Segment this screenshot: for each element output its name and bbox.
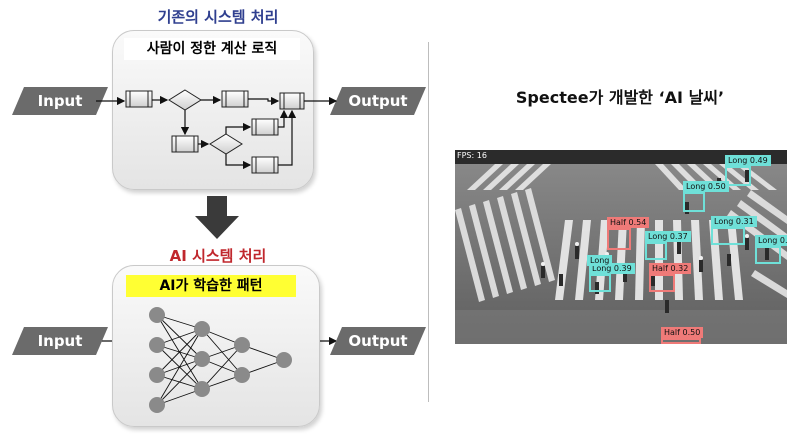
neuron [194,351,210,367]
input-shape-bottom: Input [12,327,108,355]
input-label-top: Input [37,92,83,110]
detection-label: Long 0.39 [589,263,635,274]
spectee-title: Spectee가 개발한 ‘AI 날씨’ [515,88,725,107]
detection-box: Long 0.54 [755,235,787,264]
output-shape-bottom: Output [330,327,426,355]
detection-label: Long [587,255,613,266]
neuron [234,337,250,353]
ai-system-heading: AI 시스템 처리 [169,247,267,265]
detection-label: Half 0.32 [649,263,692,274]
neuron [149,397,165,413]
conventional-system-heading: 기존의 시스템 처리 [157,8,279,26]
neuron [194,381,210,397]
detection-box: Long [587,255,613,270]
detection-label: Half 0.54 [607,217,650,228]
detection-box: Half 0.54 [607,217,650,250]
neural-network-diagram [149,307,292,413]
detection-label: Long 0.31 [711,216,757,227]
input-label-bottom: Input [37,332,83,350]
vertical-divider [428,42,429,402]
neuron [234,367,250,383]
flowchart-diagram [125,89,305,174]
detection-box: Long 0.49 [725,155,771,186]
crosswalk-scene [455,150,787,344]
neuron [276,352,292,368]
detection-label: Long 0.37 [645,231,691,242]
fps-label: FPS: 16 [457,151,487,160]
output-shape-top: Output [330,87,426,115]
process-step-1 [125,90,153,108]
output-label-top: Output [348,92,408,110]
output-label-bottom: Output [348,332,408,350]
detection-box: Long 0.31 [711,216,757,245]
neuron [149,337,165,353]
detection-box: Long 0.37 [645,231,691,260]
detection-box: Half 0.50 [661,327,704,344]
detection-label: Half 0.50 [661,327,704,338]
neuron [194,321,210,337]
input-shape-top: Input [12,87,108,115]
crosswalk-detection-image: FPS: 16 Long 0.49 Long 0.50 Long 0.31 Ha… [455,150,787,344]
conventional-logic-label: 사람이 정한 계산 로직 [124,38,300,60]
detection-label: Long 0.54 [755,235,787,246]
detection-label: Long 0.49 [725,155,771,166]
detection-box: Half 0.32 [649,263,692,292]
detection-box: Long 0.50 [683,181,729,212]
down-arrow-icon [195,196,239,239]
ai-pattern-label: AI가 학습한 패턴 [126,275,296,297]
neuron [149,367,165,383]
neuron [149,307,165,323]
detection-label: Long 0.50 [683,181,729,192]
detection-box: Long 0.39 [589,263,635,292]
